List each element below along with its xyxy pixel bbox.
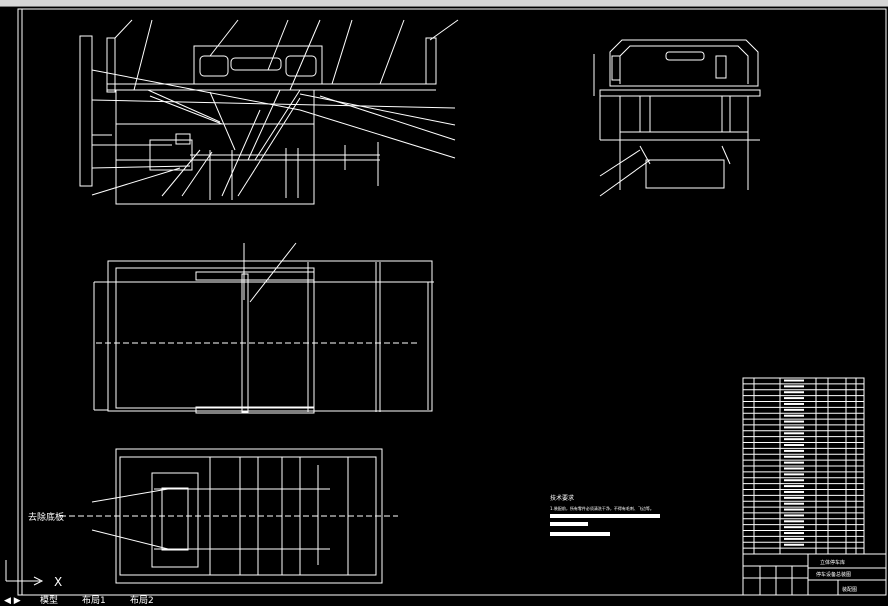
- bom-cell-text: [784, 455, 804, 458]
- bom-cell-text: [784, 526, 804, 529]
- notes-line-1: 1.装配前，所有零件必须清洗干净，不得有毛刺、飞边等。: [550, 505, 654, 511]
- ucs-icon: [5, 560, 44, 586]
- bom-cell-text: [784, 479, 804, 482]
- bom-cell-text: [784, 408, 804, 411]
- bom-cell-text: [784, 379, 804, 382]
- bom-cell-text: [784, 444, 804, 447]
- tech-notes: 技术要求 1.装配前，所有零件必须清洗干净，不得有毛刺、飞边等。: [550, 494, 660, 536]
- bom-cell-text: [784, 414, 804, 417]
- bom-cell-text: [784, 402, 804, 405]
- notes-line-2: [550, 514, 660, 518]
- bottom-view: [60, 448, 398, 584]
- top-toolbar-strip: [0, 0, 888, 7]
- bom-cell-text: [784, 420, 804, 423]
- bom-cell-text: [784, 461, 804, 464]
- ucs-x-label: X: [54, 575, 62, 589]
- model-layout-tabs: ◀ ▶ 模型 布局1 布局2: [0, 596, 888, 606]
- notes-line-3: [550, 522, 588, 526]
- title-block-name: 立体停车库: [820, 559, 845, 566]
- bom-cell-text: [784, 496, 804, 499]
- bom-cell-text: [784, 473, 804, 476]
- bom-cell-text: [784, 532, 804, 535]
- title-block: [742, 553, 887, 596]
- drawing-canvas[interactable]: 技术要求 1.装配前，所有零件必须清洗干净，不得有毛刺、飞边等。 去除底板 X …: [0, 7, 888, 598]
- plan-view: [93, 242, 434, 414]
- tab-layout-1[interactable]: 布局1: [82, 596, 106, 606]
- bom-cell-text: [784, 508, 804, 511]
- bom-cell-text: [784, 520, 804, 523]
- bom-cell-text: [784, 391, 804, 394]
- bom-cell-text: [784, 514, 804, 517]
- sheet-border: [17, 8, 887, 596]
- side-view: [593, 39, 761, 197]
- title-block-sub: 停车设备总装图: [816, 571, 851, 578]
- tab-layout-2[interactable]: 布局2: [130, 596, 154, 606]
- bom-cell-text: [784, 537, 804, 540]
- bom-cell-text: [784, 432, 804, 435]
- bom-cell-text: [784, 543, 804, 546]
- bom-cell-text: [784, 449, 804, 452]
- bom-cell-text: [784, 467, 804, 470]
- bom-cell-text: [784, 490, 804, 493]
- bom-cell-text: [784, 426, 804, 429]
- tab-nav-arrows[interactable]: ◀ ▶: [4, 596, 21, 606]
- title-block-code: 装配图: [842, 586, 857, 593]
- bom-cell-text: [784, 385, 804, 388]
- bom-cell-text: [784, 438, 804, 441]
- bom-cell-text: [784, 485, 804, 488]
- tab-model[interactable]: 模型: [40, 596, 59, 606]
- front-view: [79, 19, 459, 205]
- bom-cell-text: [784, 502, 804, 505]
- notes-line-4: [550, 532, 610, 536]
- notes-title: 技术要求: [550, 494, 574, 502]
- annotation-remove-base-plate: 去除底板: [28, 511, 64, 523]
- bom-cell-text: [784, 397, 804, 400]
